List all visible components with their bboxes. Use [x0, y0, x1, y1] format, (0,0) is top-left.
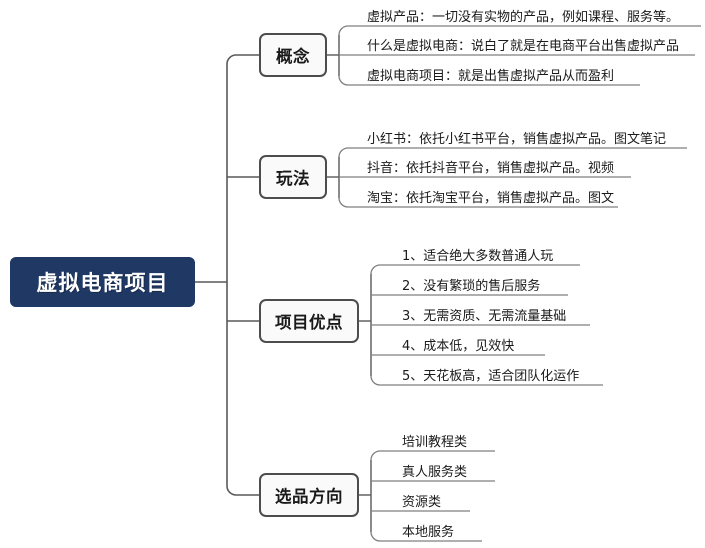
leaf-item[interactable]: 4、成本低，见效快	[400, 331, 545, 355]
leaf-item[interactable]: 小红书：依托小红书平台，销售虚拟产品。图文笔记	[365, 124, 687, 148]
leaf-item[interactable]: 3、无需资质、无需流量基础	[400, 301, 590, 325]
leaf-label: 虚拟电商项目：就是出售虚拟产品从而盈利	[367, 68, 615, 84]
leaf-label: 本地服务	[402, 524, 455, 540]
branch-node-项目优点[interactable]: 项目优点	[259, 299, 359, 343]
branch-node-label: 概念	[276, 47, 310, 66]
leaf-label: 3、无需资质、无需流量基础	[402, 308, 567, 324]
leaf-label: 5、天花板高，适合团队化运作	[402, 368, 580, 384]
leaf-label: 虚拟产品：一切没有实物的产品，例如课程、服务等。	[367, 9, 680, 25]
branch-node-玩法[interactable]: 玩法	[259, 155, 327, 199]
root-node[interactable]: 虚拟电商项目	[10, 257, 195, 307]
branch-node-选品方向[interactable]: 选品方向	[259, 473, 359, 517]
leaf-label: 培训教程类	[402, 434, 468, 450]
leaf-label: 资源类	[402, 494, 442, 510]
leaf-item[interactable]: 虚拟产品：一切没有实物的产品，例如课程、服务等。	[365, 2, 701, 26]
leaf-label: 4、成本低，见效快	[402, 338, 515, 354]
leaf-label: 真人服务类	[402, 464, 468, 480]
branch-node-概念[interactable]: 概念	[259, 33, 327, 77]
leaf-label: 1、适合绝大多数普通人玩	[402, 248, 554, 264]
leaf-item[interactable]: 真人服务类	[400, 457, 495, 481]
leaf-item[interactable]: 资源类	[400, 487, 470, 511]
leaf-label: 2、没有繁琐的售后服务	[402, 278, 541, 294]
branch-node-label: 项目优点	[275, 313, 343, 332]
leaf-label: 抖音：依托抖音平台，销售虚拟产品。视频	[367, 160, 615, 176]
leaf-label: 淘宝：依托淘宝平台，销售虚拟产品。图文	[367, 190, 615, 206]
leaf-item[interactable]: 淘宝：依托淘宝平台，销售虚拟产品。图文	[365, 183, 618, 207]
leaf-item[interactable]: 2、没有繁琐的售后服务	[400, 271, 568, 295]
leaf-item[interactable]: 培训教程类	[400, 427, 495, 451]
branch-node-label: 选品方向	[275, 487, 343, 506]
leaf-item[interactable]: 本地服务	[400, 517, 482, 541]
root-node-label: 虚拟电商项目	[36, 271, 169, 295]
leaf-label: 什么是虚拟电商：说白了就是在电商平台出售虚拟产品	[367, 38, 680, 54]
leaf-item[interactable]: 什么是虚拟电商：说白了就是在电商平台出售虚拟产品	[365, 31, 695, 55]
branch-node-label: 玩法	[276, 169, 310, 188]
leaf-item[interactable]: 虚拟电商项目：就是出售虚拟产品从而盈利	[365, 61, 640, 85]
leaf-item[interactable]: 1、适合绝大多数普通人玩	[400, 241, 580, 265]
leaf-item[interactable]: 5、天花板高，适合团队化运作	[400, 361, 603, 385]
leaf-item[interactable]: 抖音：依托抖音平台，销售虚拟产品。视频	[365, 153, 631, 177]
leaf-label: 小红书：依托小红书平台，销售虚拟产品。图文笔记	[367, 131, 667, 147]
